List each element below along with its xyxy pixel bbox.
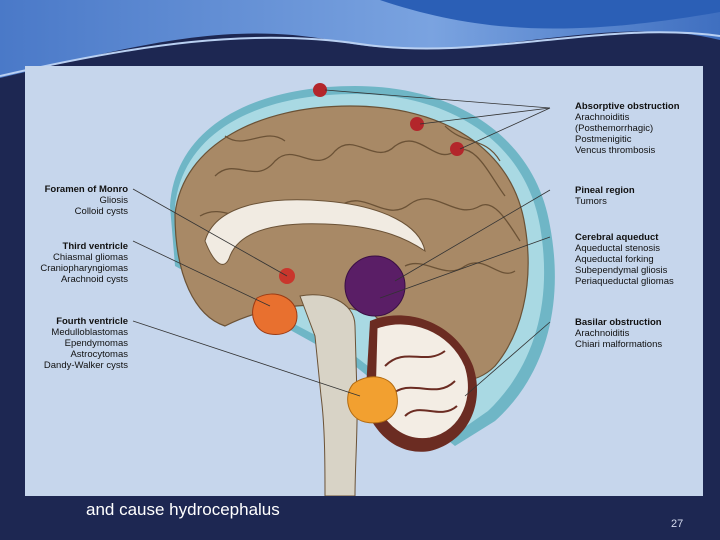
leader-lines: [132, 89, 551, 397]
label-item: Chiari malformations: [575, 339, 663, 350]
hydrocephalus-diagram: Foramen of Monro Gliosis Colloid cysts T…: [25, 66, 703, 496]
label-item: Aqueductal forking: [575, 254, 654, 265]
label-item: Ependymomas: [64, 338, 128, 349]
label-fourth-ventricle: Fourth ventricle Medulloblastomas Ependy…: [31, 316, 128, 371]
label-basilar-obstruction: Basilar obstruction Arachnoiditis Chiari…: [575, 317, 662, 350]
label-item: Chiasmal gliomas: [53, 252, 128, 263]
label-title: Absorptive obstruction: [575, 101, 680, 112]
label-title: Basilar obstruction: [575, 317, 662, 328]
label-item: Arachnoiditis: [575, 112, 630, 123]
label-item: Tumors: [575, 196, 607, 207]
label-item: Arachnoid cysts: [60, 274, 128, 285]
label-item: Postmenigitic: [575, 134, 632, 145]
label-item: Colloid cysts: [74, 206, 128, 217]
label-third-ventricle: Third ventricle Chiasmal gliomas Craniop…: [31, 241, 128, 285]
label-title: Fourth ventricle: [56, 316, 128, 327]
label-foramen-of-monro: Foramen of Monro Gliosis Colloid cysts: [31, 184, 128, 217]
page-number: 27: [671, 518, 684, 530]
label-item: Aqueductal stenosis: [575, 243, 661, 254]
brain-sagittal-illustration: [132, 83, 555, 496]
label-item: Craniopharyngiomas: [40, 263, 128, 274]
cerebellum-folia: [374, 323, 469, 440]
label-cerebral-aqueduct: Cerebral aqueduct Aqueductal stenosis Aq…: [575, 232, 674, 287]
label-pineal-region: Pineal region Tumors: [575, 185, 635, 207]
lateral-ventricle: [204, 199, 426, 265]
label-item: Gliosis: [99, 195, 128, 206]
label-title: Foramen of Monro: [44, 184, 128, 195]
label-title: Third ventricle: [62, 241, 128, 252]
label-absorptive-obstruction: Absorptive obstruction Arachnoiditis (Po…: [575, 101, 680, 156]
slide-caption: and cause hydrocephalus: [86, 500, 280, 519]
brainstem: [299, 294, 358, 496]
pineal-tumor: [344, 255, 406, 317]
label-item: Dandy-Walker cysts: [43, 360, 128, 371]
label-item: Arachnoiditis: [575, 328, 630, 339]
label-title: Pineal region: [575, 185, 635, 196]
label-item: Medulloblastomas: [51, 327, 128, 338]
third-ventricle-tumor: [252, 293, 298, 335]
label-title: Cerebral aqueduct: [575, 232, 659, 243]
label-item: Vencus thrombosis: [575, 145, 656, 156]
label-item: (Posthemorrhagic): [575, 123, 654, 134]
fourth-ventricle-tumor: [347, 376, 398, 424]
label-item: Astrocytomas: [70, 349, 128, 360]
arachnoid-lesion: [410, 117, 424, 131]
cerebrum: [174, 105, 529, 382]
label-item: Periaqueductal gliomas: [575, 276, 674, 287]
arachnoid-lesion: [450, 142, 464, 156]
label-item: Subependymal gliosis: [575, 265, 668, 276]
arachnoid-lesion: [313, 83, 327, 97]
